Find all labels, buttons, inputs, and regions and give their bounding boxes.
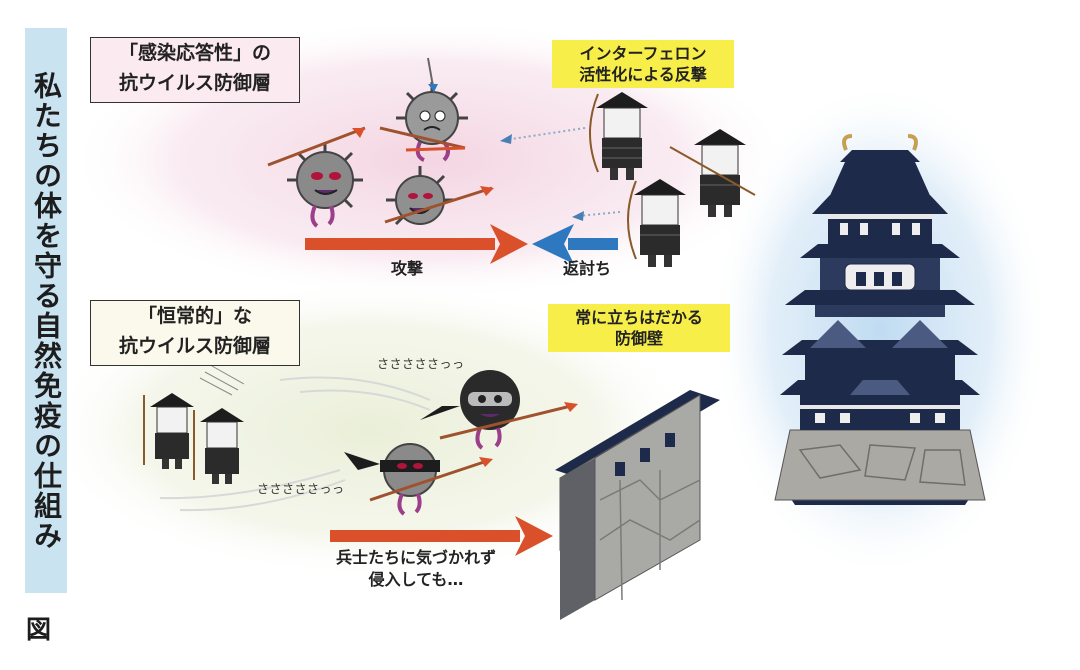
virus-icon xyxy=(287,142,363,228)
motion-lines xyxy=(159,376,431,512)
top-heading-line2: 抗ウイルス防御層 xyxy=(118,72,271,94)
intrusion-arrow xyxy=(330,516,553,556)
sneak-sfx-2: さささささっっ xyxy=(257,482,345,496)
figure-label: 図 xyxy=(26,615,52,644)
counter-label: 返討ち xyxy=(563,259,612,278)
counter-arrow xyxy=(532,224,618,264)
wall-callout: 常に立ちはだかる 防御壁 xyxy=(548,304,730,352)
interferon-line2: 活性化による反撃 xyxy=(579,65,707,84)
bottom-heading-line1: 「恒常的」な xyxy=(137,305,252,327)
spear-3 xyxy=(384,186,493,224)
spear-5 xyxy=(369,458,491,502)
caption-line2: 侵入しても… xyxy=(368,570,464,589)
samurai-soldier-icon xyxy=(627,179,686,267)
castle-icon xyxy=(774,134,986,505)
shot-arrow-2 xyxy=(577,211,621,217)
attack-arrow xyxy=(305,224,528,264)
samurai-soldier-icon xyxy=(669,129,756,217)
spear-2 xyxy=(379,126,466,150)
sneak-sfx-1: さささささっっ xyxy=(377,357,465,371)
top-heading-box: 「感染応答性」の 抗ウイルス防御層 xyxy=(90,37,300,103)
spear-1 xyxy=(267,126,366,167)
arrowhead-2 xyxy=(572,211,584,221)
ninja-virus-icon xyxy=(420,370,520,450)
interferon-callout: インターフェロン 活性化による反撃 xyxy=(552,40,734,88)
caption-line1: 兵士たちに気づかれず xyxy=(335,548,496,567)
shot-arrow-1 xyxy=(504,127,586,141)
wall-callout-line1: 常に立ちはだかる xyxy=(575,308,703,327)
side-title: 私たちの体を守る自然免疫の仕組み xyxy=(25,28,67,593)
wall-callout-line2: 防御壁 xyxy=(614,329,663,348)
samurai-soldier-icon xyxy=(589,92,648,180)
spear-4 xyxy=(439,403,576,440)
interferon-line1: インターフェロン xyxy=(579,44,707,63)
virus-icon xyxy=(396,57,468,162)
stone-wall-icon xyxy=(555,390,720,620)
bottom-heading-box: 「恒常的」な 抗ウイルス防御層 xyxy=(90,300,300,366)
attack-label: 攻撃 xyxy=(391,259,424,278)
samurai-soldier-icon xyxy=(143,393,194,469)
arrowhead-1 xyxy=(500,134,512,144)
intrusion-caption: 兵士たちに気づかれず 侵入しても… xyxy=(316,547,516,591)
top-heading-line1: 「感染応答性」の xyxy=(118,42,271,64)
bottom-heading-line2: 抗ウイルス防御層 xyxy=(118,335,271,357)
samurai-soldier-icon xyxy=(193,408,244,484)
confusion-lines xyxy=(199,365,245,396)
